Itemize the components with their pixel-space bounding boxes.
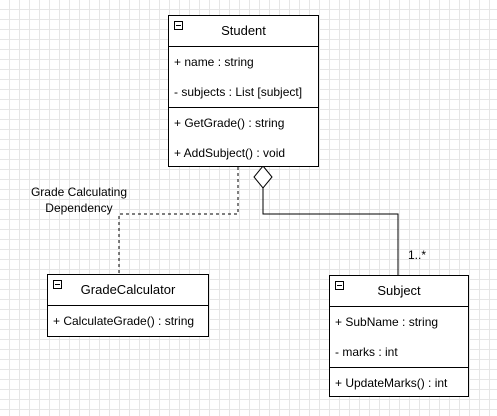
student-attribute-subjects[interactable]: - subjects : List [subject]: [174, 85, 303, 99]
student-attribute-name[interactable]: + name : string: [174, 55, 254, 69]
multiplicity-label: 1..*: [408, 248, 427, 262]
student-class-header: Student: [169, 16, 318, 46]
student-method-addsubject[interactable]: + AddSubject() : void: [174, 146, 286, 160]
student-class[interactable]: Student + name : string - subjects : Lis…: [168, 15, 319, 167]
student-method-getgrade[interactable]: + GetGrade() : string: [174, 116, 285, 130]
subject-method-updatemarks[interactable]: + UpdateMarks() : int: [335, 376, 448, 390]
collapse-icon[interactable]: [174, 21, 183, 30]
dependency-label: Grade Calculating Dependency: [12, 184, 146, 216]
dependency-label-line1: Grade Calculating: [30, 185, 128, 199]
collapse-icon[interactable]: [335, 281, 344, 290]
aggregation-connector[interactable]: [262, 188, 399, 275]
gradecalculator-class[interactable]: GradeCalculator + CalculateGrade() : str…: [47, 274, 209, 337]
student-attributes: + name : string - subjects : List [subje…: [169, 46, 318, 107]
gradecalculator-method-calculategrade[interactable]: + CalculateGrade() : string: [53, 314, 195, 328]
dependency-label-line2: Dependency: [45, 201, 113, 215]
subject-class-name: Subject: [377, 283, 421, 298]
gradecalculator-class-name: GradeCalculator: [80, 282, 176, 297]
gradecalculator-methods: + CalculateGrade() : string: [48, 305, 208, 336]
collapse-icon[interactable]: [53, 280, 62, 289]
student-class-name: Student: [221, 23, 266, 38]
subject-attribute-marks[interactable]: - marks : int: [335, 345, 398, 359]
subject-methods: + UpdateMarks() : int: [330, 367, 468, 398]
student-methods: + GetGrade() : string + AddSubject() : v…: [169, 107, 318, 168]
subject-attribute-subname[interactable]: + SubName : string: [335, 315, 439, 329]
subject-class-header: Subject: [330, 276, 468, 306]
subject-class[interactable]: Subject + SubName : string - marks : int…: [329, 275, 469, 397]
aggregation-diamond-icon: [253, 165, 273, 189]
gradecalculator-class-header: GradeCalculator: [48, 275, 208, 305]
subject-attributes: + SubName : string - marks : int: [330, 306, 468, 367]
